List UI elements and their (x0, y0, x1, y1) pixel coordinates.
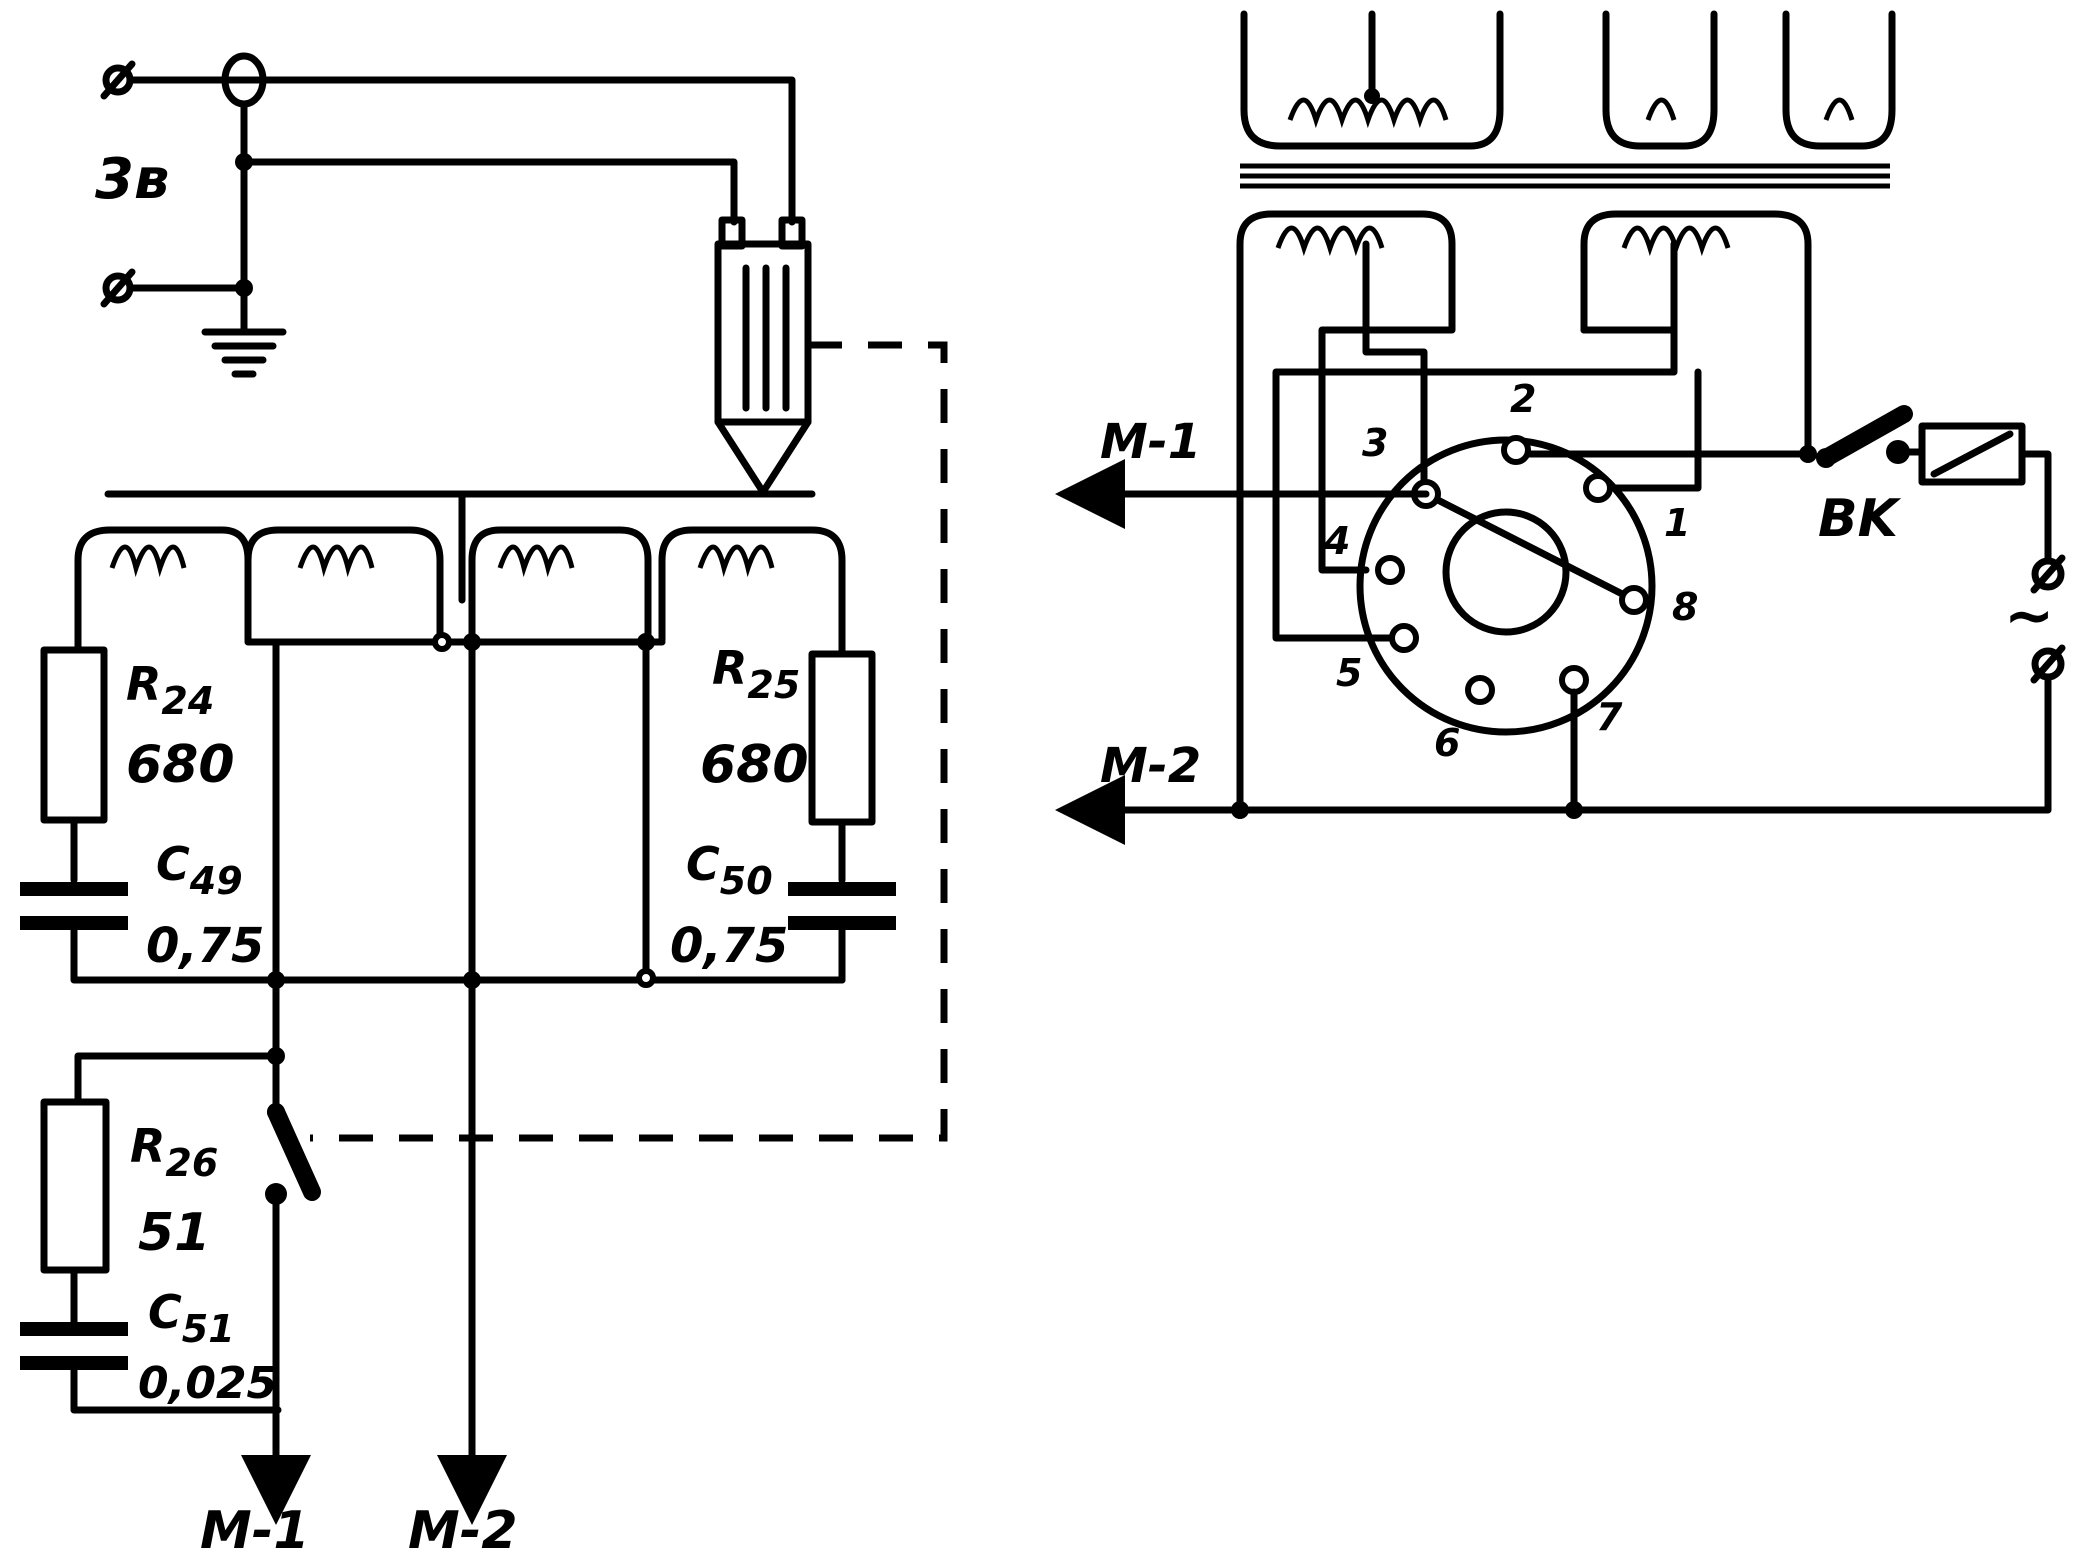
selector-pin-6 (1465, 675, 1495, 705)
output-m2-label: M-2 (408, 1501, 518, 1561)
pin-label-7: 7 (1596, 695, 1623, 739)
capacitor-c51-icon (20, 1322, 128, 1336)
pin-label-8: 8 (1672, 585, 1698, 629)
capacitor-c49-icon (20, 882, 128, 896)
pin-label-1: 1 (1664, 501, 1690, 545)
right-circuit: 1 2 3 4 5 6 7 8 M-1 BK ~ (1055, 10, 2066, 845)
supply-wire-mid (240, 158, 738, 226)
r24-label: R24 (126, 657, 214, 723)
primary-winding-right-icon (1272, 210, 1812, 642)
switch-contact-icon (267, 1103, 321, 1201)
selector-pin-8 (1619, 585, 1649, 615)
pin-label-2: 2 (1510, 377, 1536, 421)
capacitor-c50-icon (788, 882, 896, 896)
r24-value: 680 (126, 735, 235, 795)
r26-value: 51 (138, 1203, 210, 1263)
c51-value: 0,025 (138, 1358, 277, 1409)
selector-pin-1 (1583, 473, 1613, 503)
supply-wire-top (126, 76, 796, 226)
coil-4-icon (658, 526, 846, 644)
coil-1-icon (74, 526, 252, 644)
selector-pin-7 (1559, 665, 1589, 695)
vibrator-icon (714, 216, 812, 496)
selector-pin-5 (1389, 623, 1419, 653)
output-m2-arrow (1055, 674, 2052, 845)
c49-label: C49 (156, 837, 243, 903)
resistor-r24-icon (40, 646, 108, 824)
selector-arm (1422, 490, 1638, 604)
selector-hub (1442, 508, 1570, 636)
right-m2-label: M-2 (1100, 738, 1201, 794)
pin-label-5: 5 (1336, 651, 1362, 695)
ac-symbol: ~ (2004, 581, 2054, 651)
c50-value: 0,75 (670, 918, 788, 974)
ac-terminal-top (2030, 554, 2066, 594)
power-switch-icon (1817, 405, 1913, 467)
switch-bk-label: BK (1818, 489, 1902, 549)
selector-pin-4 (1375, 555, 1405, 585)
c49-value: 0,75 (146, 918, 264, 974)
primary-winding-left-icon (1236, 210, 1456, 810)
c50-label: C50 (686, 837, 773, 903)
mechanical-link-dashed (310, 341, 948, 1142)
resistor-r25-icon (808, 650, 876, 826)
pin-label-4: 4 (1323, 519, 1350, 563)
pin-label-6: 6 (1434, 721, 1460, 765)
c51-label: C51 (148, 1285, 235, 1351)
coil-2-icon (244, 526, 444, 644)
right-m1-label: M-1 (1100, 414, 1201, 470)
r26-label: R26 (130, 1119, 218, 1185)
transformer-core-right (1240, 163, 1890, 189)
pin-label-3: 3 (1362, 421, 1388, 465)
secondary-windings-icon (1240, 10, 1896, 150)
selector-pin-2 (1501, 435, 1531, 465)
coil-3-icon (468, 526, 652, 644)
r25-value: 680 (700, 735, 809, 795)
ground-icon (201, 328, 287, 378)
resistor-r26-icon (40, 1098, 110, 1274)
supply-voltage-label: 3в (95, 147, 169, 212)
left-circuit: 3в (20, 52, 948, 1561)
r25-label: R25 (712, 641, 800, 707)
output-m1-label: M-1 (200, 1501, 310, 1561)
